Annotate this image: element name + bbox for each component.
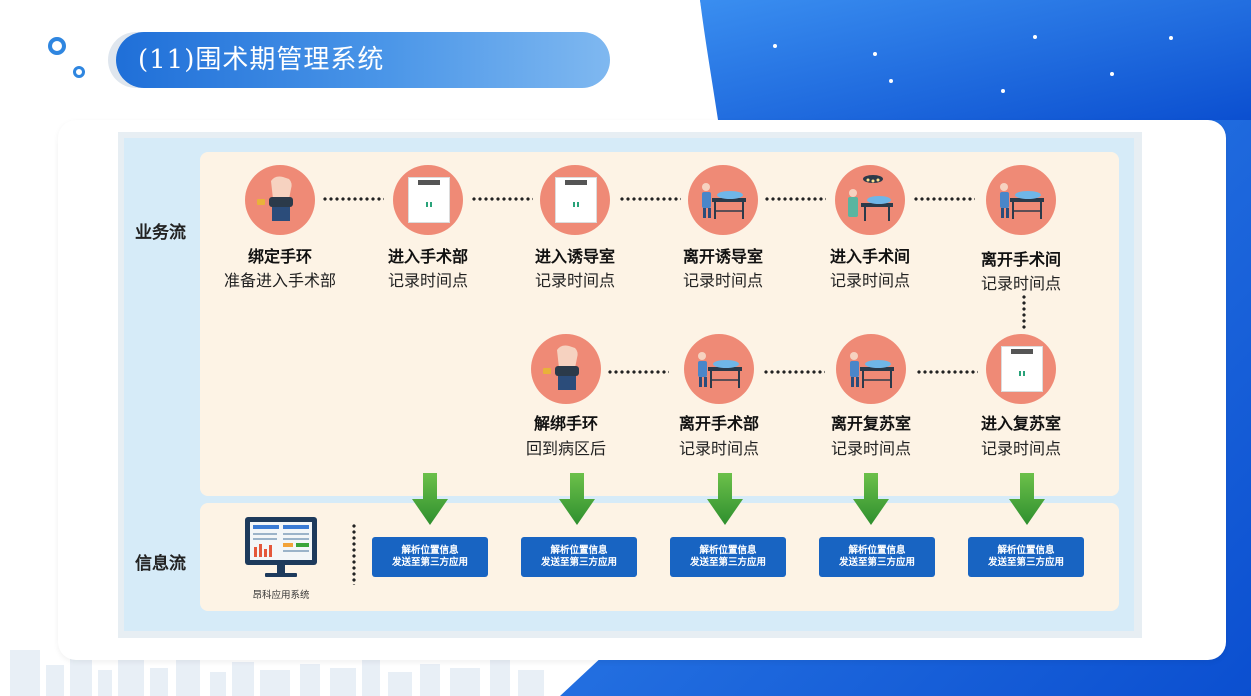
door-sign xyxy=(418,180,440,185)
patient-bed-icon xyxy=(986,165,1056,235)
node-circle xyxy=(836,334,906,404)
door-handle-icon xyxy=(573,202,579,207)
door-icon xyxy=(408,177,450,223)
button-line-1: 解析位置信息 xyxy=(819,545,935,557)
surgery-room-icon xyxy=(835,165,905,235)
node-circle xyxy=(688,165,758,235)
button-line-2: 发送至第三方应用 xyxy=(521,557,637,569)
connector-dots xyxy=(764,197,826,201)
wristband-icon xyxy=(531,334,601,404)
wristband-icon xyxy=(245,165,315,235)
connector-dots xyxy=(763,370,825,374)
button-line-2: 发送至第三方应用 xyxy=(372,557,488,569)
node-title: 绑定手环 xyxy=(205,243,355,267)
connector-dots-vertical xyxy=(352,523,356,585)
door-handle-icon xyxy=(1019,371,1025,376)
node-subtitle: 记录时间点 xyxy=(500,267,650,291)
node-circle xyxy=(531,334,601,404)
node-circle xyxy=(835,165,905,235)
button-line-2: 发送至第三方应用 xyxy=(819,557,935,569)
star-dot xyxy=(1169,36,1173,40)
node-title: 离开手术部 xyxy=(644,410,794,434)
node-title: 进入复苏室 xyxy=(946,410,1096,434)
node-circle xyxy=(245,165,315,235)
parse-location-button[interactable]: 解析位置信息发送至第三方应用 xyxy=(670,537,786,577)
node-subtitle: 记录时间点 xyxy=(648,267,798,291)
node-circle xyxy=(986,165,1056,235)
parse-location-button[interactable]: 解析位置信息发送至第三方应用 xyxy=(819,537,935,577)
button-line-2: 发送至第三方应用 xyxy=(968,557,1084,569)
down-arrow-icon xyxy=(1009,473,1045,525)
star-dot xyxy=(1001,89,1005,93)
connector-dots xyxy=(471,197,533,201)
page-title: (11)围术期管理系统 xyxy=(138,42,384,78)
node-subtitle: 记录时间点 xyxy=(644,435,794,459)
patient-bed-icon xyxy=(836,334,906,404)
star-dot xyxy=(773,44,777,48)
door-handle-icon xyxy=(426,202,432,207)
node-title: 进入手术间 xyxy=(795,243,945,267)
button-line-2: 发送至第三方应用 xyxy=(670,557,786,569)
title-ring-small-icon xyxy=(73,66,85,78)
star-dot xyxy=(1033,35,1037,39)
node-subtitle: 记录时间点 xyxy=(796,435,946,459)
button-line-1: 解析位置信息 xyxy=(968,545,1084,557)
node-circle xyxy=(684,334,754,404)
star-dot xyxy=(1110,72,1114,76)
connector-dots xyxy=(619,197,681,201)
connector-dots-vertical xyxy=(1022,294,1026,330)
node-subtitle: 记录时间点 xyxy=(946,270,1096,294)
button-line-1: 解析位置信息 xyxy=(670,545,786,557)
node-subtitle: 记录时间点 xyxy=(795,267,945,291)
door-sign xyxy=(565,180,587,185)
monitor-icon xyxy=(243,515,319,579)
connector-dots xyxy=(322,197,384,201)
node-title: 离开复苏室 xyxy=(796,410,946,434)
down-arrow-icon xyxy=(412,473,448,525)
node-title: 进入诱导室 xyxy=(500,243,650,267)
down-arrow-icon xyxy=(559,473,595,525)
door-icon xyxy=(1001,346,1043,392)
connector-dots xyxy=(916,370,978,374)
node-circle xyxy=(986,334,1056,404)
business-flow-label: 业务流 xyxy=(135,218,186,243)
title-ring-icon xyxy=(48,37,66,55)
node-circle xyxy=(393,165,463,235)
down-arrow-icon xyxy=(853,473,889,525)
node-title: 离开诱导室 xyxy=(648,243,798,267)
button-line-1: 解析位置信息 xyxy=(521,545,637,557)
node-circle xyxy=(540,165,610,235)
connector-dots xyxy=(607,370,669,374)
star-dot xyxy=(873,52,877,56)
patient-bed-icon xyxy=(688,165,758,235)
star-dot xyxy=(889,79,893,83)
door-sign xyxy=(1011,349,1033,354)
parse-location-button[interactable]: 解析位置信息发送至第三方应用 xyxy=(521,537,637,577)
door-icon xyxy=(555,177,597,223)
system-caption: 昂科应用系统 xyxy=(228,587,334,601)
node-title: 解绑手环 xyxy=(491,410,641,434)
node-subtitle: 准备进入手术部 xyxy=(205,267,355,291)
node-title: 进入手术部 xyxy=(353,243,503,267)
node-subtitle: 回到病区后 xyxy=(491,435,641,459)
node-title: 离开手术间 xyxy=(946,246,1096,270)
node-subtitle: 记录时间点 xyxy=(946,435,1096,459)
connector-dots xyxy=(913,197,975,201)
parse-location-button[interactable]: 解析位置信息发送至第三方应用 xyxy=(968,537,1084,577)
parse-location-button[interactable]: 解析位置信息发送至第三方应用 xyxy=(372,537,488,577)
info-flow-label: 信息流 xyxy=(135,549,186,574)
patient-bed-icon xyxy=(684,334,754,404)
node-subtitle: 记录时间点 xyxy=(353,267,503,291)
button-line-1: 解析位置信息 xyxy=(372,545,488,557)
down-arrow-icon xyxy=(707,473,743,525)
